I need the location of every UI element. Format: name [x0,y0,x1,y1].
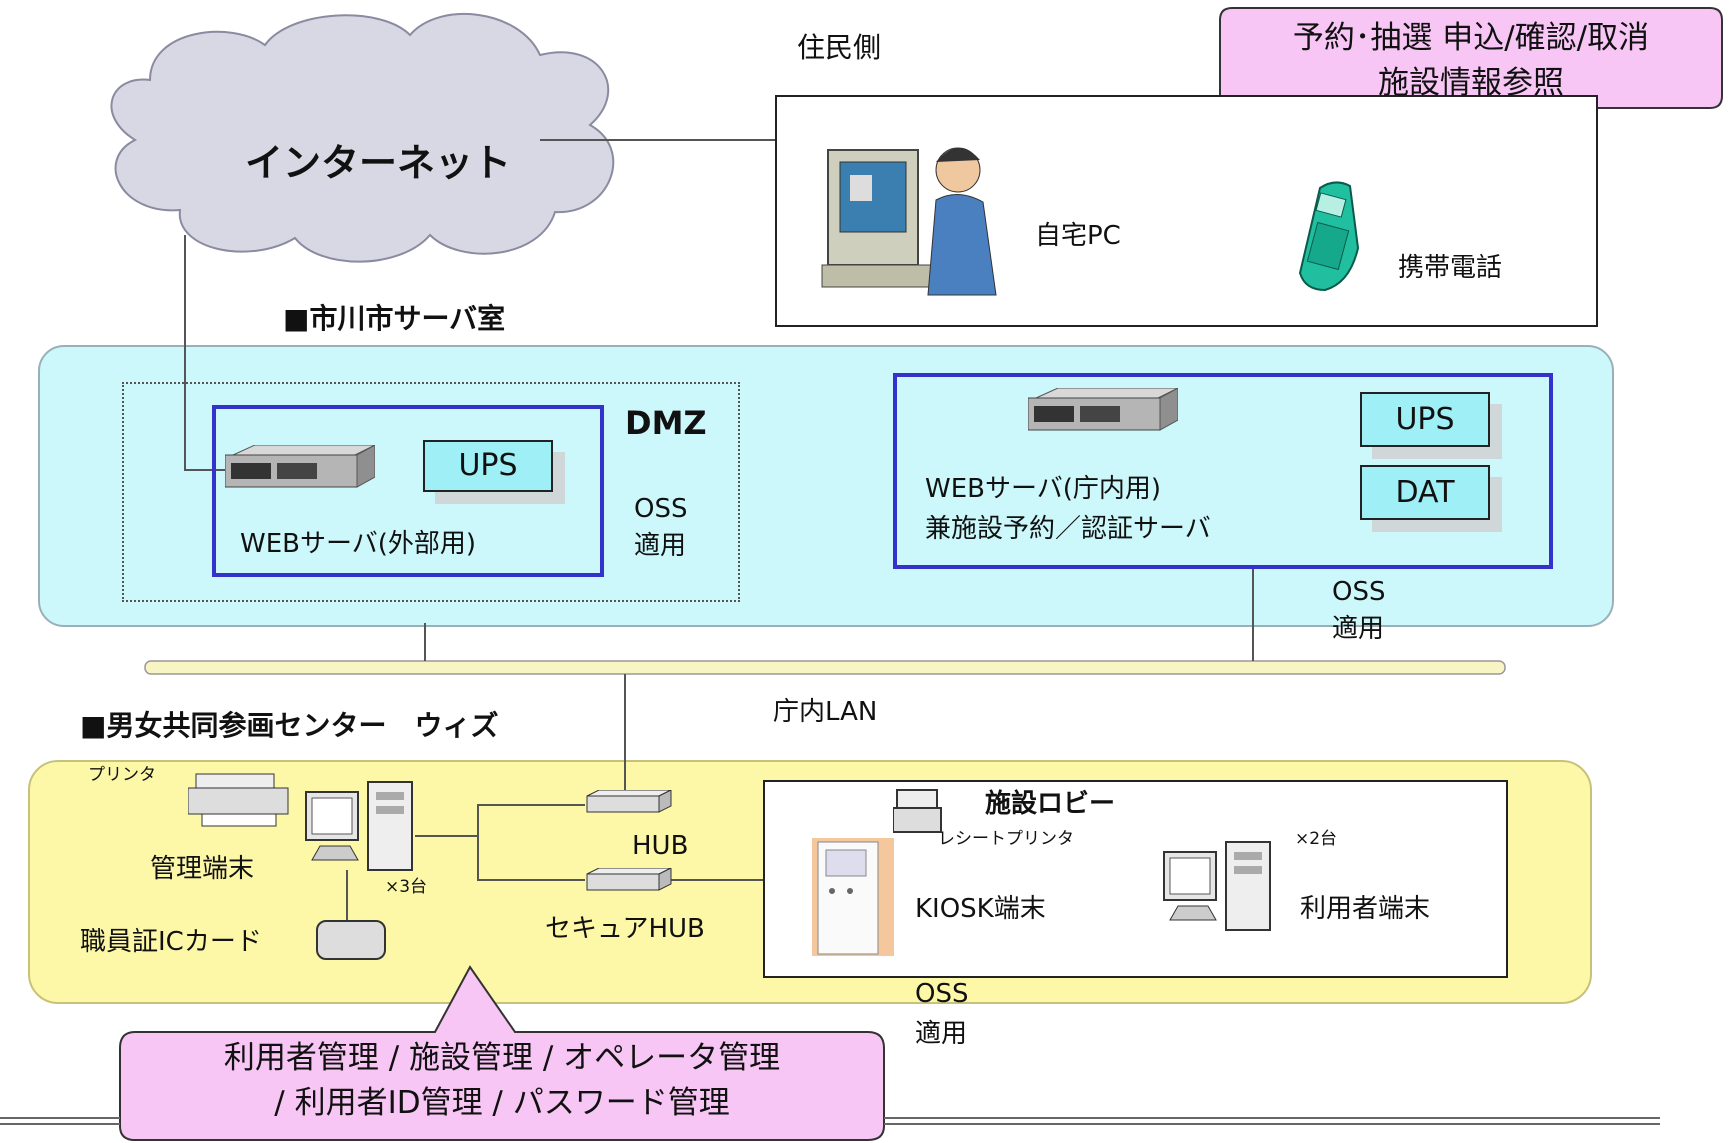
callout-line: 予約･抽選 申込/確認/取消 [1292,20,1650,56]
bottom-callout: 利用者管理 / 施設管理 / オペレータ管理 / 利用者ID管理 / パスワード… [120,1036,884,1126]
oss-label-2: OSS [1332,577,1386,607]
ups-box-1: UPS [423,440,553,492]
oss-applied-label-2: 適用 [1332,614,1385,644]
ic-card-icon [316,920,386,960]
oss-label-1: OSS [634,494,688,524]
hub-icon [586,790,672,813]
server-room-title: ■市川市サーバ室 [283,302,506,335]
internet-cloud-icon [110,13,615,263]
dat-box: DAT [1360,465,1490,520]
web-internal-label: WEBサーバ(庁内用) [925,474,1161,504]
resident-side-label: 住民側 [797,31,882,64]
user-terminal-label: 利用者端末 [1300,894,1431,924]
lan-label: 庁内LAN [773,697,878,727]
bottom-callout-shape [119,965,885,1141]
center-title: ■男女共同参画センター ウィズ [80,709,499,742]
server-icon [225,445,375,488]
web-internal-label-2: 兼施設予約／認証サーバ [925,514,1211,544]
internet-label: インターネット [245,141,512,185]
admin-count-label: ×3台 [385,877,428,897]
admin-terminal-label: 管理端末 [150,854,255,884]
callout-line: 利用者管理 / 施設管理 / オペレータ管理 [223,1040,781,1076]
kiosk-icon [812,838,894,956]
receipt-printer-label: レシートプリンタ [938,829,1074,849]
mobile-phone-icon [1298,181,1360,292]
staff-card-label: 職員証ICカード [80,927,262,957]
kiosk-label: KIOSK端末 [915,894,1046,924]
callout-line: 施設情報参照 [1378,64,1564,101]
oss-applied-label-1: 適用 [634,531,687,561]
home-pc-icon [821,147,997,296]
secure-hub-icon [586,868,672,891]
printer-icon [188,773,289,827]
user-terminal-icon [1163,841,1271,931]
printer-label: プリンタ [88,765,156,785]
receipt-printer-icon [893,789,942,833]
secure-hub-label: セキュアHUB [545,914,705,944]
top-callout: 予約･抽選 申込/確認/取消 施設情報参照 [1220,16,1722,106]
web-server-external-box [212,405,604,577]
callout-line: / 利用者ID管理 / パスワード管理 [274,1084,730,1121]
mobile-phone-label: 携帯電話 [1398,253,1503,283]
home-pc-label: 自宅PC [1035,221,1121,251]
oss-applied-label-3: 適用 [915,1019,968,1049]
web-server-internal-box [893,373,1553,569]
server-icon [1028,388,1178,431]
dmz-label: DMZ [625,404,707,442]
web-external-label: WEBサーバ(外部用) [240,529,476,559]
oss-label-3: OSS [915,979,969,1009]
dmz-area [122,382,740,602]
user-terminal-count-label: ×2台 [1295,829,1338,849]
lobby-title: 施設ロビー [985,789,1116,819]
hub-label: HUB [632,831,689,861]
admin-terminal-icon [305,781,413,871]
ups-box-2: UPS [1360,392,1490,447]
